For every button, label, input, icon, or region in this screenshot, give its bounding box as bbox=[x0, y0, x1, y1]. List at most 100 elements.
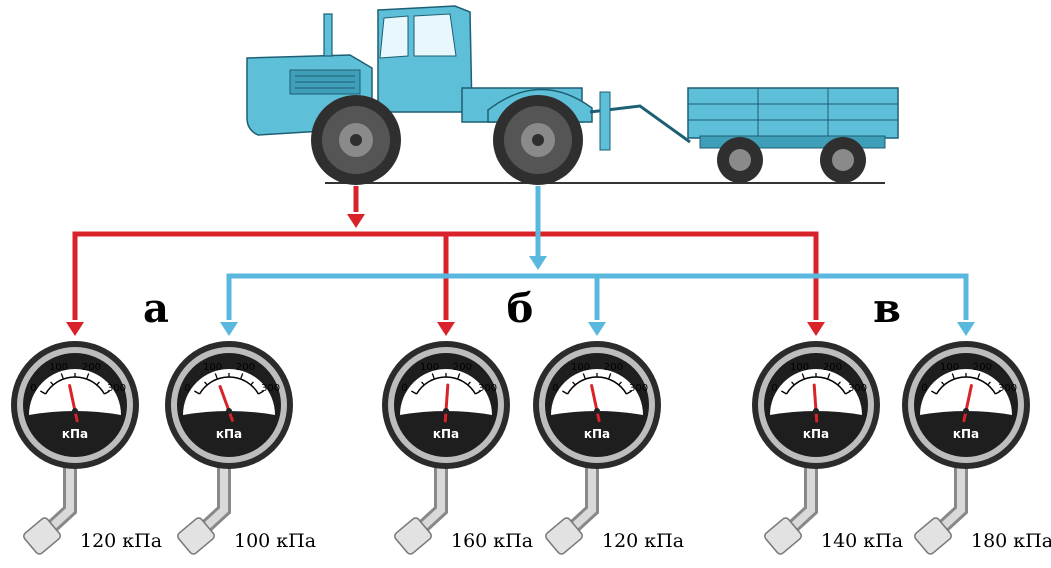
gauge-scale-arc bbox=[198, 376, 260, 395]
gauge-dial bbox=[920, 369, 1012, 415]
front-wheel bbox=[311, 95, 401, 185]
gauge-tick-label: 0 bbox=[184, 383, 190, 394]
gauge-reading-label: 140 кПа bbox=[821, 530, 903, 552]
gauge-tick-label: 100 bbox=[790, 362, 809, 373]
gauge-tick-label: 0 bbox=[401, 383, 407, 394]
gauge-tick bbox=[250, 381, 254, 386]
gauge-tick-label: 100 bbox=[49, 362, 68, 373]
valve-chuck bbox=[177, 517, 215, 555]
gauge-tick-label: 100 bbox=[420, 362, 439, 373]
gauge-tick bbox=[626, 390, 632, 395]
gauge-arrow-2-0 bbox=[807, 322, 825, 336]
gauge-tick-label: 300 bbox=[848, 383, 867, 394]
gauge-tick-label: 200 bbox=[823, 362, 842, 373]
gauge-tick bbox=[214, 373, 218, 380]
gauge-tick-label: 300 bbox=[107, 383, 126, 394]
gauge-needle bbox=[962, 384, 973, 423]
gauge-tick bbox=[457, 373, 461, 380]
tractor-illustration bbox=[246, 5, 899, 185]
gauge-needle bbox=[68, 384, 79, 423]
gauge-tick bbox=[475, 390, 481, 395]
gauge-reading-label: 160 кПа bbox=[451, 530, 533, 552]
gauge-tick-label: 200 bbox=[236, 362, 255, 373]
gauge-arrow-1-1 bbox=[588, 322, 606, 336]
pressure-lines bbox=[66, 186, 975, 336]
gauge-scale-arc bbox=[935, 376, 997, 395]
gauge-reading-label: 120 кПа bbox=[80, 530, 162, 552]
blue-trunk-arrow bbox=[529, 256, 547, 270]
gauge-needle bbox=[812, 383, 819, 423]
group-label-b: б bbox=[507, 285, 534, 332]
gauge-unit-label: кПа bbox=[953, 427, 979, 441]
gauge-tick-label: 200 bbox=[453, 362, 472, 373]
gauge-tick bbox=[204, 381, 208, 386]
gauge-tick-label: 200 bbox=[604, 362, 623, 373]
gauge-tick bbox=[987, 381, 991, 386]
gauge-scale-arc bbox=[785, 376, 847, 395]
gauge-tick bbox=[431, 373, 435, 380]
gauge-tick bbox=[40, 390, 46, 395]
gauge-needle bbox=[590, 384, 601, 423]
group-label-v: в bbox=[873, 285, 901, 332]
gauge-tick bbox=[951, 373, 955, 380]
gauge-tick bbox=[837, 381, 841, 386]
gauge-tick-label: 300 bbox=[629, 383, 648, 394]
gauge-dial bbox=[29, 369, 121, 415]
gauge-tick-label: 300 bbox=[478, 383, 497, 394]
pressure-gauges: 0 100 200 300 кПа 120 кПа 0 100 200 300 кПа 100 кПа… bbox=[11, 341, 1051, 555]
gauge-tick bbox=[582, 373, 586, 380]
gauge-tick bbox=[86, 373, 90, 380]
gauge-unit-label: кПа bbox=[216, 427, 242, 441]
group-label-a: а bbox=[143, 285, 169, 332]
gauge-tick bbox=[618, 381, 622, 386]
gauge-needle bbox=[218, 385, 234, 422]
valve-chuck bbox=[23, 517, 61, 555]
gauge-dial bbox=[183, 369, 275, 415]
gauge-tick-label: 100 bbox=[203, 362, 222, 373]
red-trunk-arrow bbox=[347, 214, 365, 228]
gauge-unit-label: кПа bbox=[803, 427, 829, 441]
gauge-tick bbox=[995, 390, 1001, 395]
gauge-reading-label: 120 кПа bbox=[602, 530, 684, 552]
gauge-tick bbox=[562, 390, 568, 395]
trailer bbox=[687, 87, 899, 183]
gauge-arrow-0-0 bbox=[66, 322, 84, 336]
gauge-scale-arc bbox=[566, 376, 628, 395]
gauge-tick bbox=[572, 381, 576, 386]
gauge-tick bbox=[977, 373, 981, 380]
gauge-tick-label: 0 bbox=[552, 383, 558, 394]
gauge-tick-label: 200 bbox=[82, 362, 101, 373]
gauge-scale-arc bbox=[44, 376, 106, 395]
gauge-reading-label: 180 кПа bbox=[971, 530, 1051, 552]
gauge-unit-label: кПа bbox=[62, 427, 88, 441]
gauge-tick bbox=[104, 390, 110, 395]
gauge-needle bbox=[443, 383, 450, 423]
valve-chuck bbox=[914, 517, 952, 555]
gauge-arrow-0-1 bbox=[220, 322, 238, 336]
gauge-tick bbox=[50, 381, 54, 386]
gauge-tick bbox=[60, 373, 64, 380]
gauge-tick bbox=[827, 373, 831, 380]
gauge-tick bbox=[845, 390, 851, 395]
rear-wheel bbox=[493, 95, 583, 185]
gauge-tick bbox=[96, 381, 100, 386]
gauge-tick bbox=[608, 373, 612, 380]
gauge-dial bbox=[551, 369, 643, 415]
gauge-tick bbox=[258, 390, 264, 395]
valve-chuck bbox=[394, 517, 432, 555]
gauge-tick bbox=[801, 373, 805, 380]
gauge-scale-arc bbox=[415, 376, 477, 395]
gauge-tick-label: 200 bbox=[973, 362, 992, 373]
gauge-tick-label: 300 bbox=[998, 383, 1017, 394]
gauge-tick-label: 100 bbox=[571, 362, 590, 373]
gauge-tick bbox=[194, 390, 200, 395]
gauge-tick-label: 0 bbox=[921, 383, 927, 394]
gauge-tick bbox=[931, 390, 937, 395]
gauge-arrow-1-0 bbox=[437, 322, 455, 336]
